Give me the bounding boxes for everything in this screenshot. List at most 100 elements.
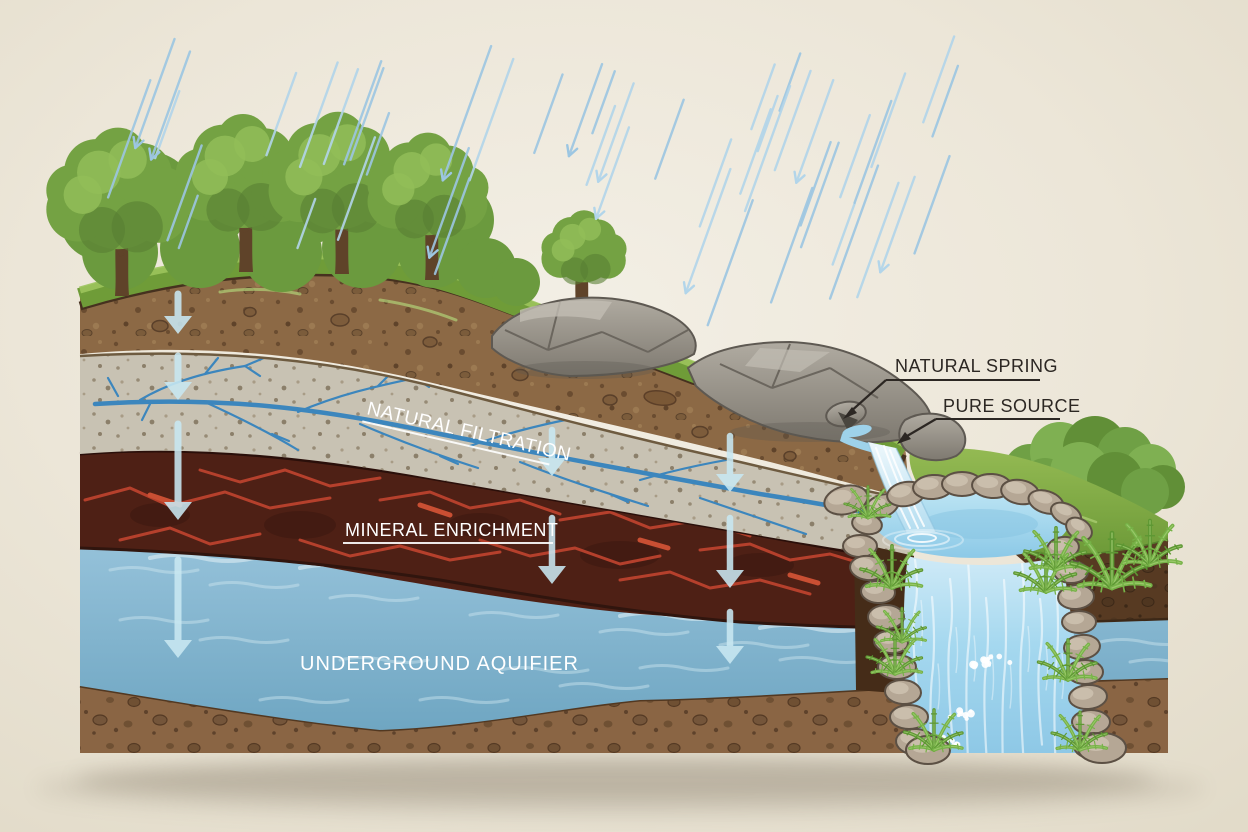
rain-arrowhead-icon bbox=[566, 144, 571, 158]
stream-streak bbox=[920, 599, 924, 647]
tree-canopy-shade bbox=[300, 188, 345, 234]
rain-drop-line bbox=[698, 138, 733, 228]
stream-streak bbox=[947, 577, 954, 734]
stone bbox=[1071, 709, 1111, 735]
rain-drop-line bbox=[931, 64, 960, 138]
water-streak bbox=[558, 682, 650, 690]
rain-drop-line bbox=[567, 62, 604, 158]
rain-drop-line bbox=[773, 69, 812, 172]
fern bbox=[859, 543, 924, 591]
stone bbox=[1063, 633, 1101, 661]
rain-drop-line bbox=[684, 167, 732, 295]
mineral-layer bbox=[80, 450, 895, 628]
rain-drop-line bbox=[799, 141, 840, 249]
infiltration-arrow bbox=[164, 352, 192, 400]
tree-canopy-highlight bbox=[419, 143, 453, 176]
rain-arrowhead-icon bbox=[148, 147, 153, 161]
tree-canopy-highlight bbox=[382, 173, 415, 206]
stream-streak bbox=[955, 626, 959, 674]
tree-canopy-highlight bbox=[192, 159, 228, 195]
stone bbox=[1061, 610, 1097, 634]
rain-arrowhead-icon bbox=[132, 135, 137, 150]
infiltration-arrow bbox=[164, 420, 192, 520]
tree-canopy-highlight bbox=[234, 126, 270, 162]
foam-dot bbox=[1007, 660, 1013, 666]
water-streak bbox=[598, 628, 690, 636]
tree-canopy-shade bbox=[395, 199, 434, 239]
natural-spring-leader-line bbox=[848, 379, 887, 414]
foam-dot bbox=[996, 653, 1003, 660]
ferns bbox=[843, 484, 1183, 753]
fern bbox=[865, 634, 924, 677]
underground-aquifer-text: UNDERGROUND AQUIFIER bbox=[300, 653, 579, 675]
rain-drop-line bbox=[441, 44, 493, 182]
foam-dot bbox=[968, 709, 973, 713]
pure-source-text: PURE SOURCE bbox=[943, 396, 1081, 416]
rain-arrowhead-icon bbox=[439, 168, 444, 182]
rain-drop-line bbox=[756, 94, 779, 153]
rain-arrowhead-icon bbox=[795, 174, 806, 184]
mineral-top-edge bbox=[79, 449, 896, 562]
rain-drop-line bbox=[922, 35, 956, 124]
water-streak bbox=[778, 656, 870, 664]
trees bbox=[46, 111, 627, 326]
stream-streak bbox=[929, 595, 936, 753]
water-streak bbox=[468, 611, 560, 619]
tree bbox=[46, 127, 190, 296]
rain-drop-line bbox=[750, 63, 776, 131]
stream-streak bbox=[1045, 644, 1049, 691]
rain-arrowhead-icon bbox=[595, 169, 600, 183]
rain-drop-line bbox=[706, 199, 754, 327]
drop-shadow bbox=[35, 758, 1205, 818]
rain-drop-line bbox=[177, 194, 199, 250]
tree bbox=[367, 132, 489, 280]
rain-drop-line bbox=[106, 79, 152, 199]
mineral-veins bbox=[83, 468, 872, 598]
spring-crevice bbox=[838, 412, 858, 431]
rain-arrowhead-icon bbox=[877, 260, 882, 274]
rain-arrowhead-icon bbox=[682, 281, 687, 295]
topsoil-pebbles bbox=[151, 306, 797, 462]
tree-canopy-highlight bbox=[578, 217, 602, 241]
infiltration-arrow bbox=[164, 556, 192, 658]
label-natural-spring: NATURAL SPRING bbox=[843, 356, 1058, 419]
tree-canopy-shade bbox=[560, 257, 589, 285]
rain-drop-line bbox=[468, 57, 515, 182]
stream-streak bbox=[973, 635, 977, 682]
rain-arrowhead-icon bbox=[793, 170, 798, 184]
rain-drop-line bbox=[594, 126, 631, 220]
rain-drop-line bbox=[799, 140, 832, 227]
foam-dot bbox=[956, 707, 964, 715]
rain-drop-line bbox=[778, 52, 802, 112]
rain-drop-line bbox=[591, 70, 616, 135]
foam-dot bbox=[949, 738, 955, 744]
rain-drop-line bbox=[153, 89, 181, 160]
cross-section-block bbox=[46, 111, 1185, 765]
forest-canopy bbox=[492, 258, 540, 306]
pool-shading bbox=[922, 509, 1038, 539]
stream-streak bbox=[1027, 625, 1031, 673]
water-streak bbox=[108, 566, 200, 574]
rain-lines bbox=[106, 35, 960, 327]
rain-drop-line bbox=[349, 66, 385, 161]
tree-canopy-highlight bbox=[63, 175, 102, 214]
infiltration-arrow bbox=[716, 514, 744, 588]
water-streak bbox=[1128, 658, 1168, 666]
rain-drop-line bbox=[870, 72, 907, 169]
forest-canopy bbox=[242, 212, 322, 292]
dirt-patch bbox=[643, 389, 677, 407]
stream-streak bbox=[965, 559, 972, 753]
water-streak bbox=[118, 616, 210, 624]
tree-canopy-shade bbox=[111, 201, 163, 253]
label-mineral-enrichment: MINERAL ENRICHMENT bbox=[343, 520, 558, 544]
rain-arrowhead-icon bbox=[593, 206, 598, 220]
rain-arrowhead-icon bbox=[441, 171, 453, 182]
rain-drop-line bbox=[342, 59, 383, 166]
water-streak bbox=[638, 664, 730, 672]
fern bbox=[1036, 638, 1098, 683]
foam-dot bbox=[967, 709, 975, 718]
rain-drop-line bbox=[839, 113, 872, 199]
rain-drop-line bbox=[654, 98, 685, 180]
rain-arrowhead-icon bbox=[684, 284, 696, 295]
water-streak bbox=[758, 623, 866, 633]
